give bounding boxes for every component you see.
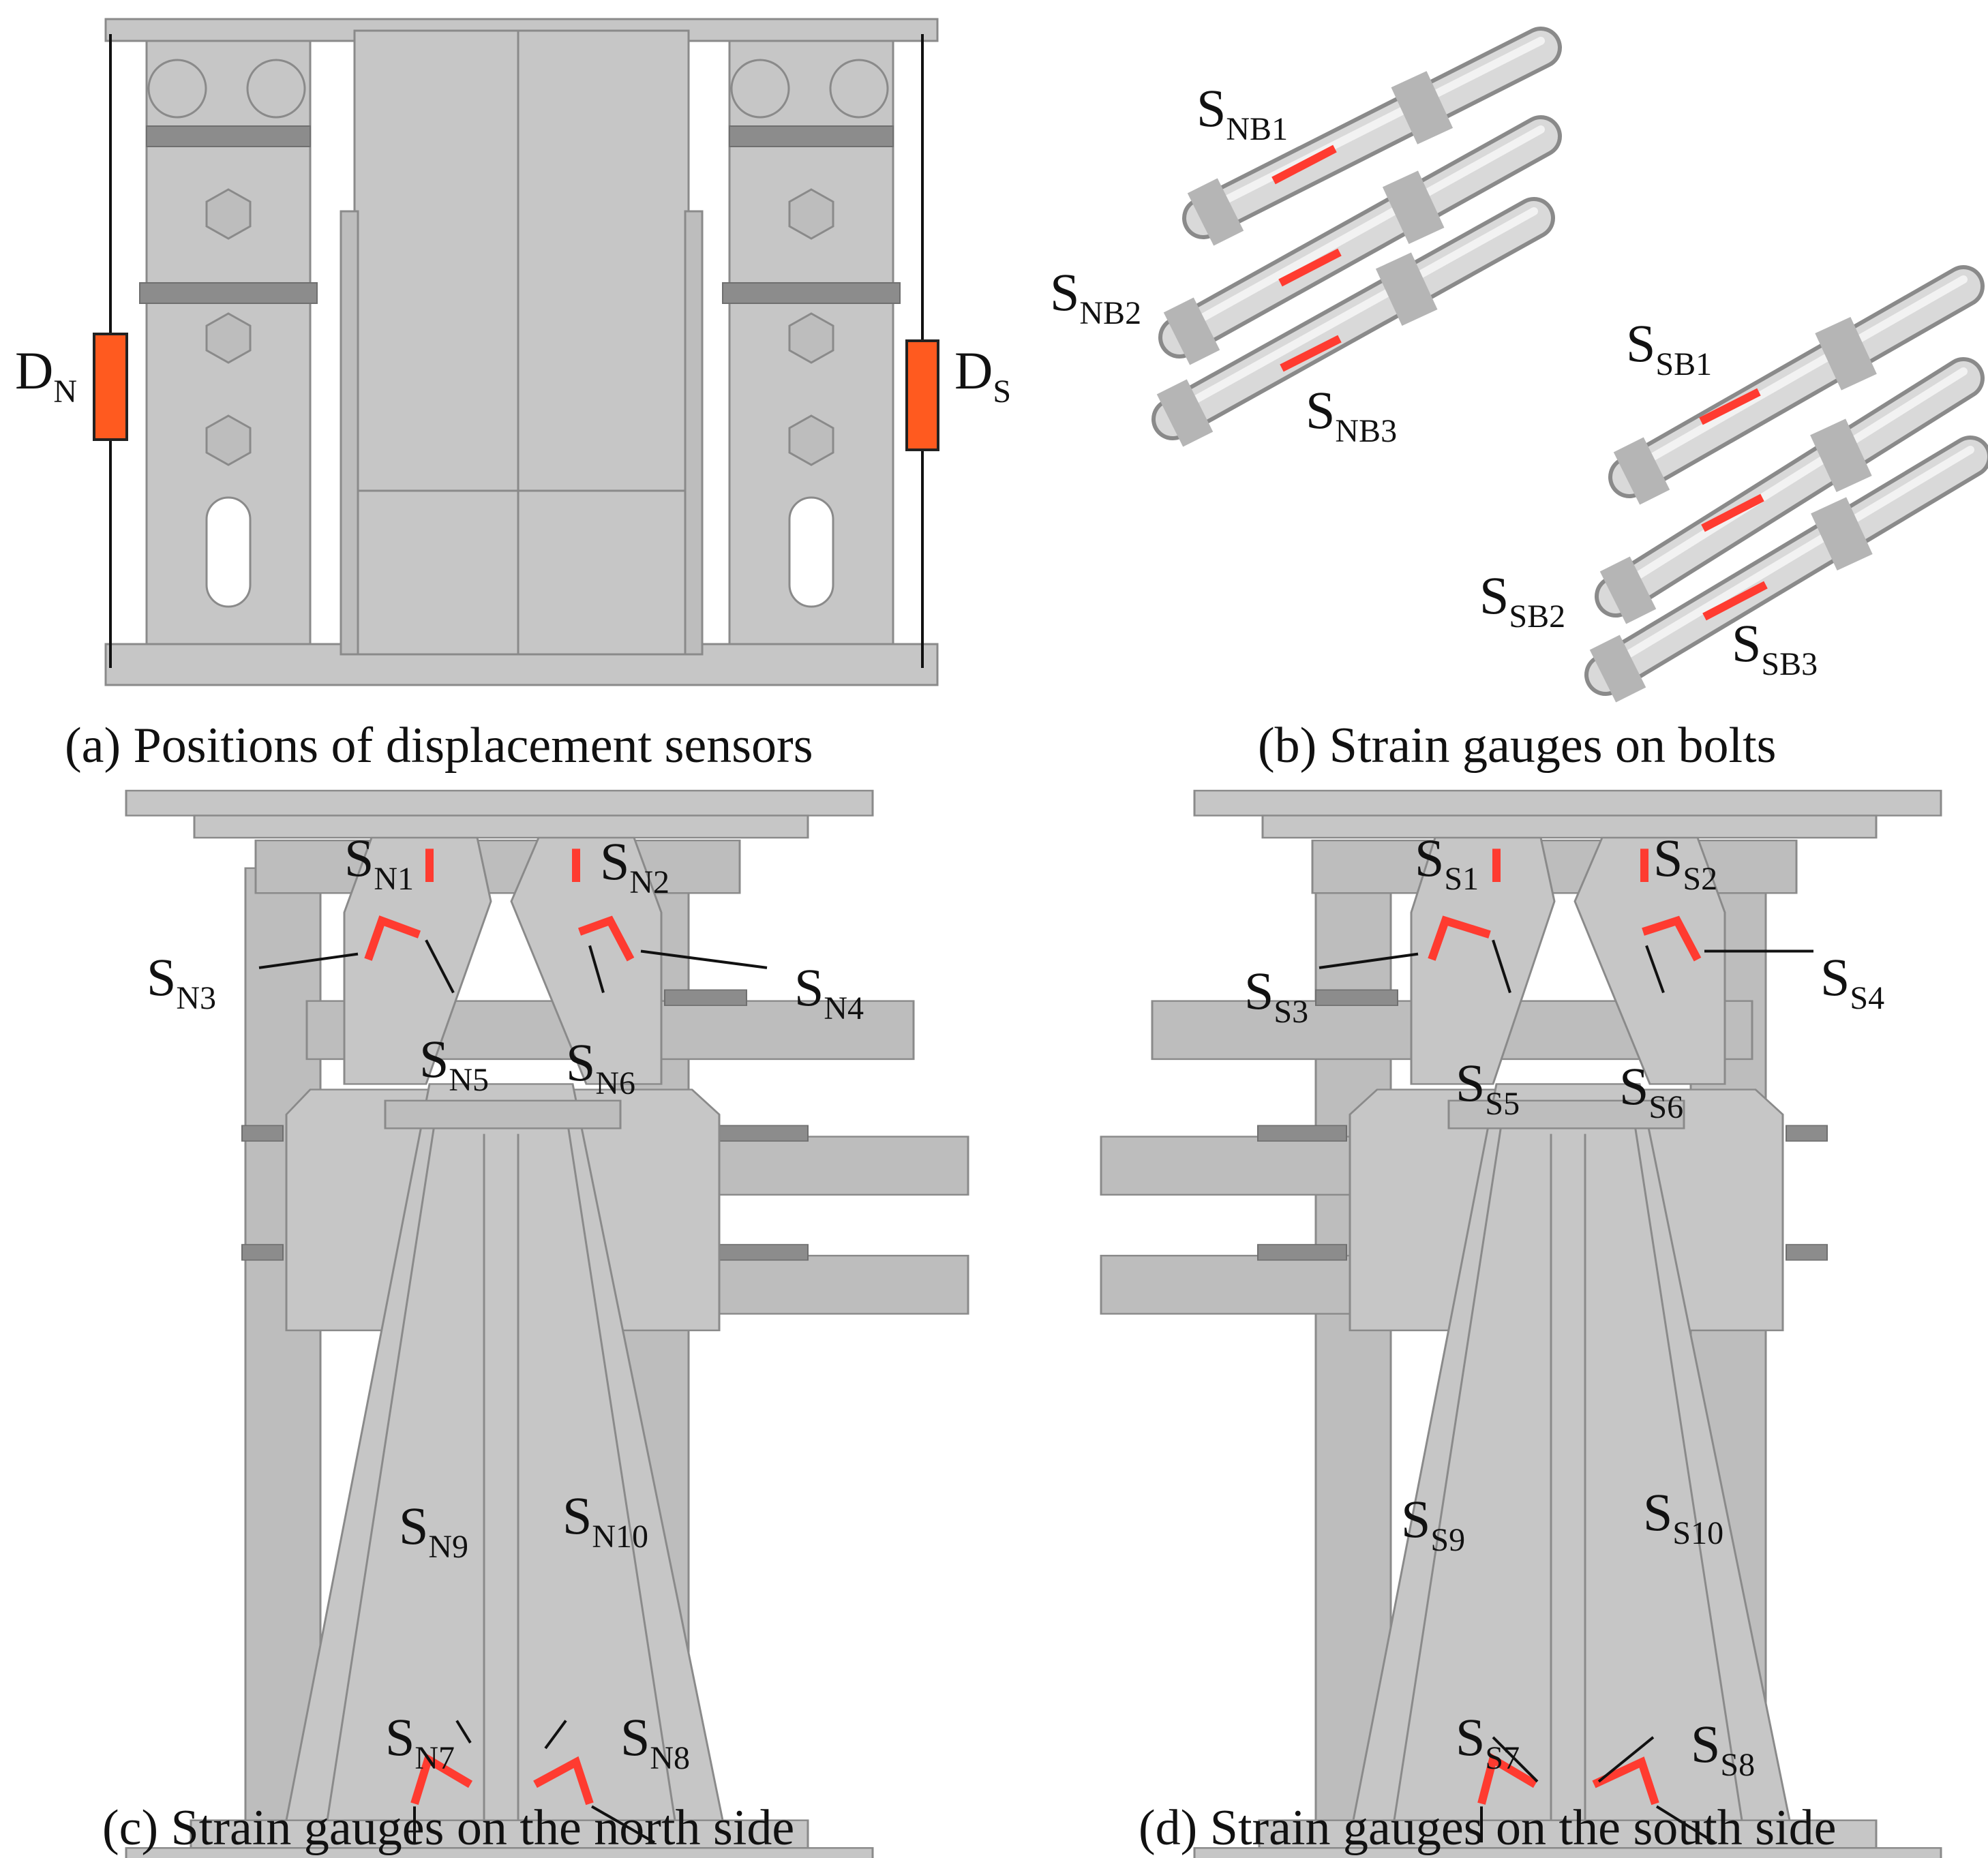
nut-icon xyxy=(788,312,834,364)
label-sn9: SN9 xyxy=(399,1496,468,1565)
nut-icon xyxy=(205,414,252,466)
arm-right xyxy=(510,836,663,1085)
rod xyxy=(1311,839,1798,894)
caption-b: (b) Strain gauges on bolts xyxy=(1258,718,1776,774)
arm-left xyxy=(1410,836,1556,1085)
label-ss5: SS5 xyxy=(1456,1053,1520,1122)
bottom-plate xyxy=(125,1847,874,1858)
slot xyxy=(788,496,834,608)
bolt-group-south xyxy=(1584,265,1988,703)
displacement-sensor-north xyxy=(93,333,128,441)
bolt xyxy=(1151,197,1555,447)
rod xyxy=(718,1255,969,1315)
nut-icon xyxy=(205,312,252,364)
leader-line xyxy=(1645,945,1665,994)
top-plate xyxy=(125,789,874,817)
label-ss1: SS1 xyxy=(1415,828,1479,897)
rod xyxy=(1100,1136,1351,1196)
bolt xyxy=(1158,115,1562,365)
nut-icon xyxy=(788,414,834,466)
strain-gauge xyxy=(410,1753,473,1806)
panel-d xyxy=(1100,789,1942,1858)
panel-b: SNB1 SNB2 SNB3 SSB1 SSB2 SSB3 (b) Strain… xyxy=(1050,27,1988,774)
bottom-plate xyxy=(1193,1847,1942,1858)
label-dn: DN xyxy=(15,341,77,410)
label-ss9: SS9 xyxy=(1401,1489,1465,1558)
label-sn1: SN1 xyxy=(344,828,414,897)
label-ssb3: SSB3 xyxy=(1732,613,1818,682)
label-sn8: SN8 xyxy=(620,1707,690,1776)
label-snb1: SNB1 xyxy=(1196,78,1288,147)
label-ss2: SS2 xyxy=(1653,828,1717,897)
top-plate xyxy=(1193,789,1942,817)
label-ss4: SS4 xyxy=(1820,947,1884,1016)
slot xyxy=(205,496,252,608)
strain-gauge xyxy=(1701,493,1764,532)
leader-line xyxy=(258,952,359,969)
bolt xyxy=(1595,357,1985,624)
leader-line xyxy=(1597,1736,1655,1783)
label-ssb2: SSB2 xyxy=(1479,566,1565,635)
nut-icon xyxy=(788,188,834,240)
leader-line xyxy=(544,1720,567,1750)
label-ss7: SS7 xyxy=(1456,1707,1520,1776)
label-ss6: SS6 xyxy=(1619,1056,1683,1125)
leader-line xyxy=(588,945,605,994)
label-ss10: SS10 xyxy=(1643,1482,1723,1551)
rod xyxy=(718,1136,969,1196)
label-ssb1: SSB1 xyxy=(1626,314,1712,382)
leader-line xyxy=(1655,1805,1716,1844)
caption-c: (c) Strain gauges on the north side xyxy=(102,1800,794,1856)
label-sn6: SN6 xyxy=(566,1033,635,1101)
cylinder xyxy=(353,29,690,656)
caption-a: (a) Positions of displacement sensors xyxy=(65,718,813,774)
label-ss3: SS3 xyxy=(1244,961,1308,1030)
label-ss8: SS8 xyxy=(1691,1714,1755,1783)
strain-gauge xyxy=(533,1756,594,1806)
strain-gauge xyxy=(577,915,635,962)
strain-gauge xyxy=(1278,248,1342,287)
leader-line xyxy=(591,1805,655,1844)
label-snb3: SNB3 xyxy=(1306,380,1397,449)
strain-gauge xyxy=(1702,581,1768,621)
strain-gauge xyxy=(1428,915,1491,961)
label-sn5: SN5 xyxy=(419,1029,489,1098)
strain-gauges xyxy=(258,849,1813,1844)
label-sn2: SN2 xyxy=(600,832,669,900)
bolt-group-north xyxy=(1151,27,1562,447)
strain-gauge xyxy=(1280,335,1342,372)
displacement-sensor-south xyxy=(905,339,939,451)
label-sn7: SN7 xyxy=(385,1707,455,1776)
rod xyxy=(254,839,741,894)
leader-line xyxy=(425,939,455,994)
leader-line xyxy=(640,949,768,969)
panel-a: DN DS (a) Positions of displacement sens… xyxy=(15,18,1011,774)
strain-gauge xyxy=(1271,144,1337,185)
leader-line xyxy=(1492,939,1511,994)
caption-d: (d) Strain gauges on the south side xyxy=(1139,1800,1837,1856)
leader-line xyxy=(455,1720,472,1744)
strain-gauge xyxy=(364,915,421,961)
leader-line xyxy=(1492,1736,1539,1783)
arm-left xyxy=(343,836,492,1085)
label-ds: DS xyxy=(954,341,1011,410)
strain-gauge xyxy=(1477,1753,1538,1805)
strain-gauge xyxy=(1592,1756,1659,1806)
strain-gauge xyxy=(1642,915,1702,962)
bolt xyxy=(1608,265,1985,505)
label-snb2: SNB2 xyxy=(1050,262,1141,331)
leader-line xyxy=(1319,952,1419,969)
bolt xyxy=(1182,27,1562,246)
rod xyxy=(1100,1255,1351,1315)
arm-right xyxy=(1573,836,1726,1085)
label-sn4: SN4 xyxy=(794,958,864,1026)
panel-c xyxy=(125,789,969,1858)
strain-gauge xyxy=(1699,388,1761,425)
nut-icon xyxy=(205,188,252,240)
label-sn10: SN10 xyxy=(562,1486,648,1555)
label-sn3: SN3 xyxy=(147,947,216,1016)
bolt xyxy=(1584,436,1988,703)
